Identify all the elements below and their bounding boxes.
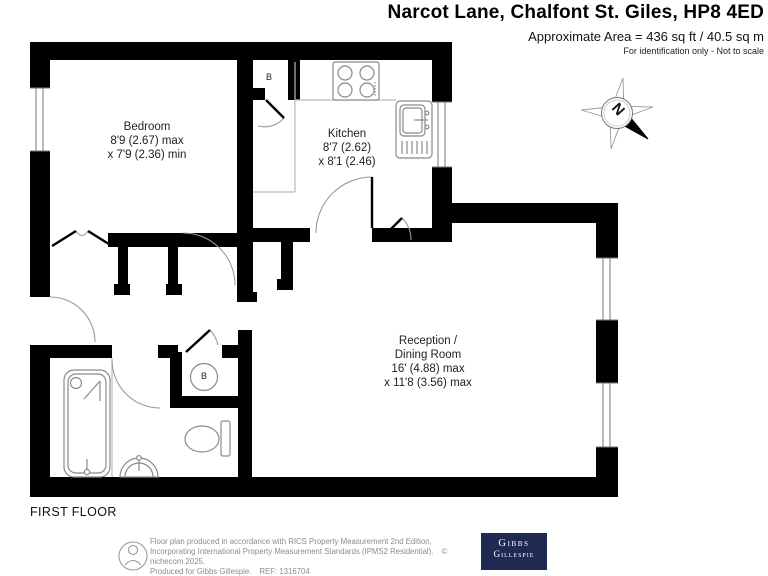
reception-window-1 [596,257,618,321]
footer-line-3: Produced for Gibbs Gillespie. REF: 131670… [150,567,480,576]
door-arcs [49,117,412,409]
footer-ref: REF: 1316704 [259,567,310,576]
boiler-label-kitchen: B [265,72,272,82]
approximate-area: Approximate Area = 436 sq ft / 40.5 sq m [528,29,764,44]
counter-lines [111,62,396,477]
basin-icon [119,455,159,478]
reception-door-arc [401,217,412,241]
footer-line-1: Floor plan produced in accordance with R… [150,537,432,546]
reception-name-1: Reception / [398,335,458,347]
reception-label: Reception / Dining Room 16' (4.88) max x… [338,334,518,390]
reception-dim-1: 16' (4.88) max [391,363,465,375]
kitchen-cupboard-door-arc [257,117,285,128]
kitchen-door-arc [315,176,373,234]
boiler-circle [189,362,219,392]
floor-name: FIRST FLOOR [30,505,117,519]
brand-line-1: Gibbs [498,538,530,549]
wc-door-leaf [185,329,211,353]
kitchen-sink-icon [395,100,433,159]
bedroom-dim-2: x 7'9 (2.36) min [107,149,187,161]
kitchen-dim-2: x 8'1 (2.46) [318,156,376,168]
bedroom-dim-1: 8'9 (2.67) max [110,135,184,147]
bathtub-icon [63,369,111,478]
kitchen-cupboard-door-leaf [265,99,285,119]
kitchen-window [432,101,452,168]
page-title: Narcot Lane, Chalfont St. Giles, HP8 4ED [387,2,764,23]
footer-line-2: Incorporating International Property Mea… [150,547,480,567]
kitchen-dim-1: 8'7 (2.62) [322,142,372,154]
reception-door-leaf [379,217,403,241]
hall-corridor-door-arc [182,232,236,286]
windows [30,87,618,448]
wardrobe-left-leaf [51,229,77,248]
toilet-icon [184,420,231,457]
wardrobe-right-leaf [87,229,113,248]
brand-line-2: Gillespie [493,549,535,559]
gibbs-gillespie-logo: Gibbs Gillespie [481,533,547,570]
compass-icon [580,77,654,150]
footer-ipms: Incorporating International Property Mea… [150,547,434,556]
door-leaves [51,99,403,353]
footer-copyright: © nichecom 2025. [150,547,448,566]
walls [30,42,618,497]
bedroom-window [30,87,50,152]
hall-entry-door-arc [49,296,96,343]
wardrobe-doors-curl [75,230,89,237]
disclaimer: For identification only - Not to scale [623,46,764,56]
bedroom-label: Bedroom 8'9 (2.67) max x 7'9 (2.36) min [67,120,227,162]
bedroom-name: Bedroom [123,121,171,133]
stove-icon [332,61,380,101]
reception-dim-2: x 11'8 (3.56) max [384,377,472,389]
kitchen-label: Kitchen 8'7 (2.62) x 8'1 (2.46) [277,127,417,169]
reception-name-2: Dining Room [394,349,462,361]
boiler-label-wc: B [200,371,207,381]
kitchen-name: Kitchen [327,128,367,140]
nichecom-logo-icon [118,541,148,571]
footer-produced-for: Produced for Gibbs Gillespie. [150,567,252,576]
bathroom-door-arc [111,359,161,409]
fixtures [63,61,433,478]
wc-door-arc [209,329,219,346]
reception-window-2 [596,382,618,448]
footer-disclaimer: Floor plan produced in accordance with R… [150,537,480,576]
